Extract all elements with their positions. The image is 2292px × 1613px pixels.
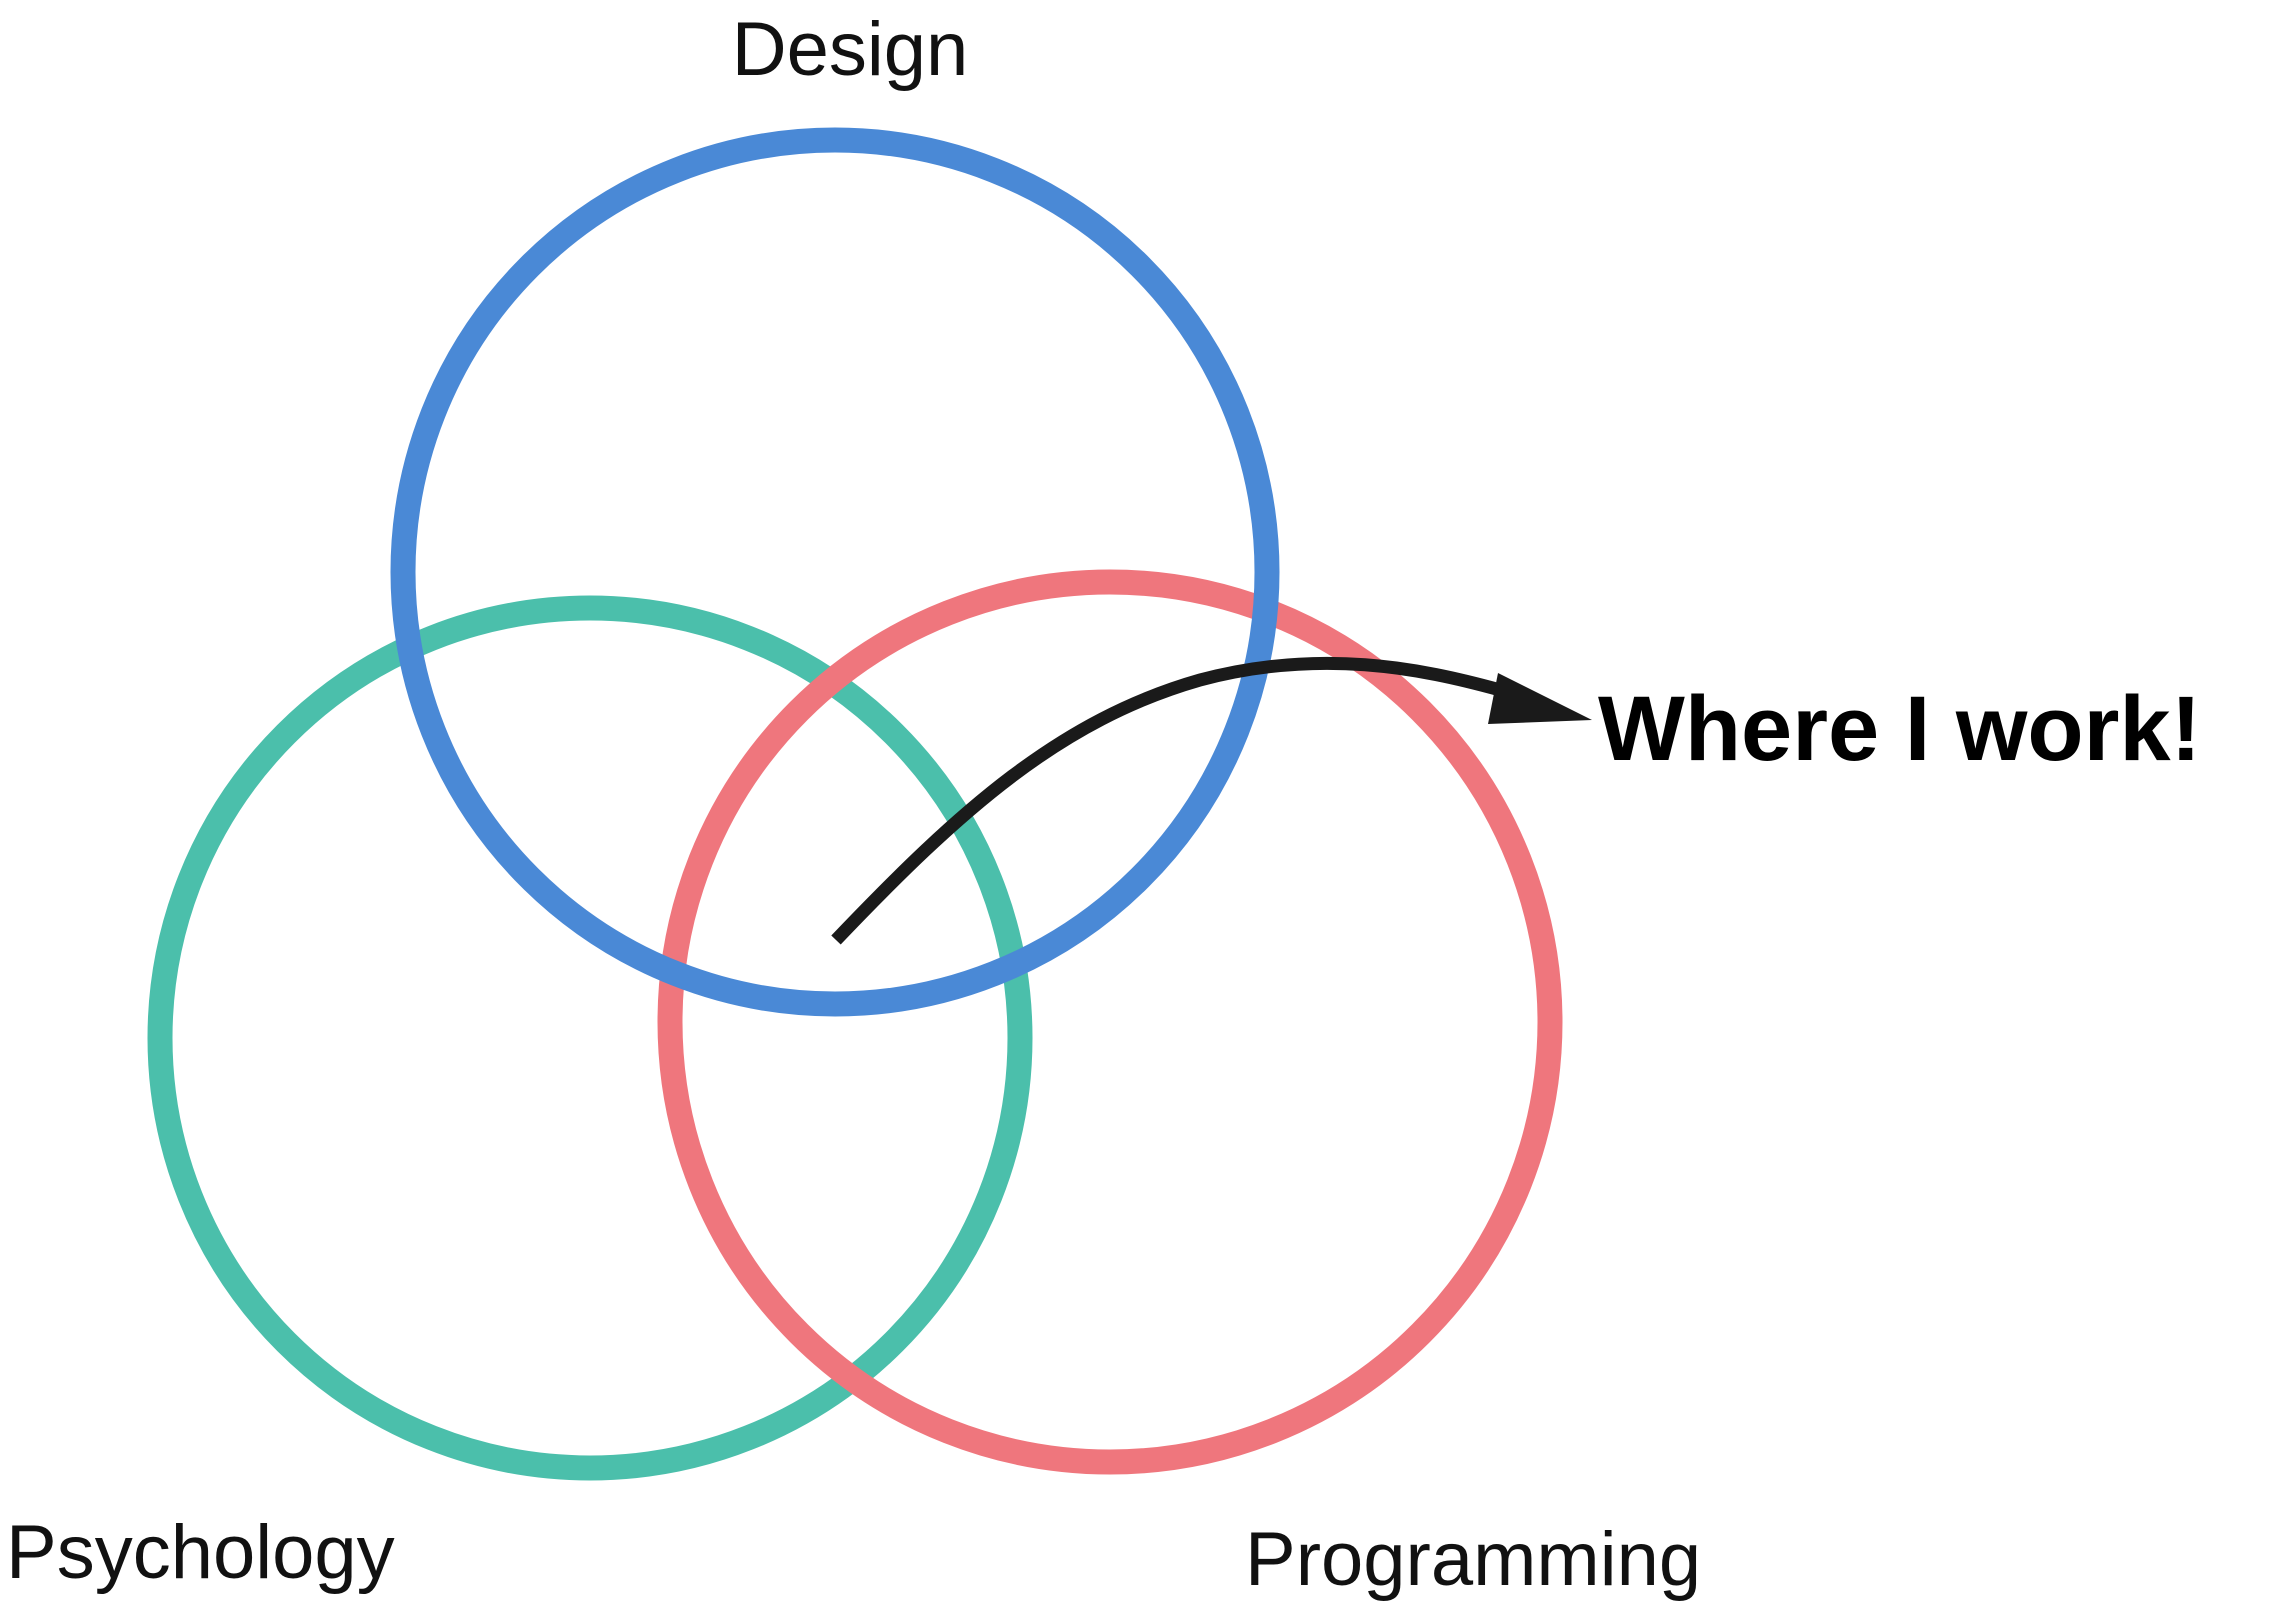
psychology-circle xyxy=(147,595,1033,1481)
callout-text: Where I work! xyxy=(1598,678,2201,780)
callout-arrow xyxy=(831,656,1592,945)
design-circle xyxy=(390,127,1280,1017)
programming-circle xyxy=(657,569,1563,1475)
callout-arrow-shaft xyxy=(831,656,1502,945)
programming-label: Programming xyxy=(1245,1517,1701,1602)
psychology-label: Psychology xyxy=(6,1510,395,1595)
callout-arrowhead xyxy=(1488,673,1592,724)
design-label: Design xyxy=(732,7,969,92)
